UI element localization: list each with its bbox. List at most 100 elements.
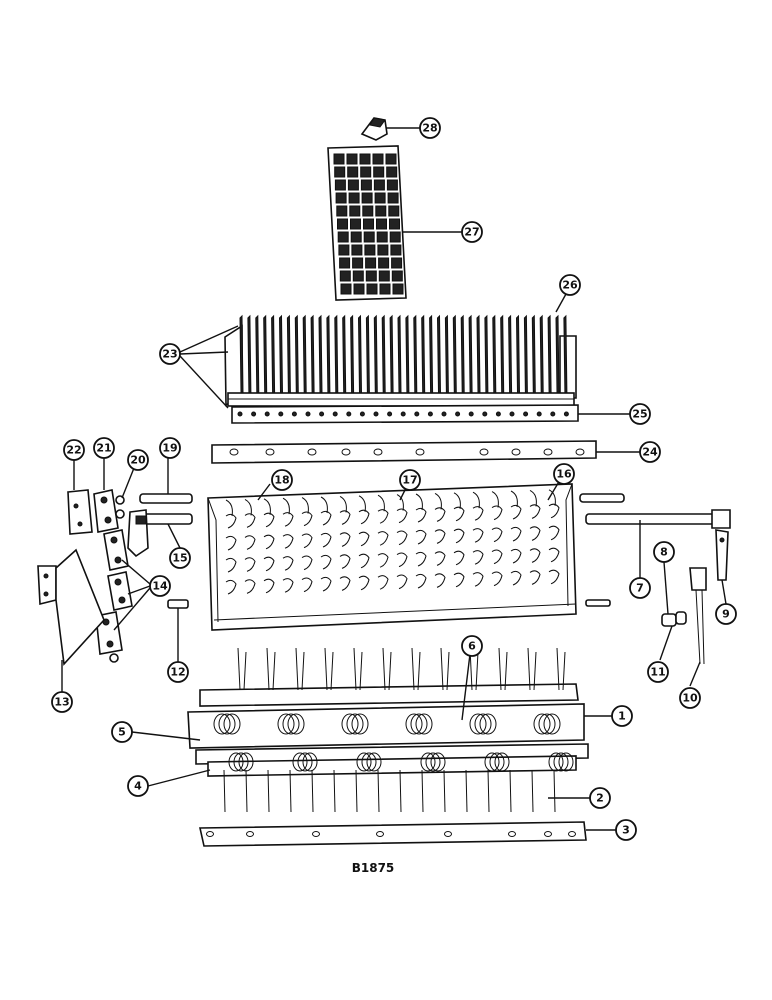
plate-slot: [472, 528, 484, 543]
plate-hook: [263, 498, 271, 515]
grille-cell: [337, 218, 348, 230]
grille-cell: [385, 153, 397, 165]
svg-text:16: 16: [556, 468, 572, 481]
comb-tine: [547, 314, 552, 394]
plate-slot: [453, 528, 465, 544]
grille-cell: [334, 179, 346, 191]
leader-lines: [61, 127, 727, 831]
lower-tine: [267, 769, 270, 813]
plate-hook: [339, 495, 347, 513]
strip-hole: [441, 411, 447, 417]
strip-hole: [509, 411, 515, 417]
bar-hole: [307, 448, 317, 456]
plate-slot: [548, 547, 560, 563]
bar-hole: [229, 448, 239, 456]
reel-coil: [410, 713, 428, 735]
lower-tine: [377, 769, 380, 813]
lower-coil: [361, 752, 377, 772]
callout-6: 6: [461, 635, 483, 657]
grille-cell: [386, 166, 398, 178]
plate-slot: [434, 507, 446, 522]
svg-text:13: 13: [54, 696, 69, 709]
plate-hook: [415, 493, 423, 511]
callout-21: 21: [93, 437, 115, 459]
reel-coil: [543, 713, 561, 735]
comb-tine: [452, 314, 457, 394]
grille-cell: [360, 166, 372, 178]
plate-slot: [434, 529, 446, 544]
callout-23: 23: [159, 343, 181, 365]
lower-tine: [399, 769, 402, 813]
plate-slot: [453, 506, 465, 522]
callout-27: 27: [461, 221, 483, 243]
grille-cell: [392, 283, 404, 295]
comb-tine: [278, 314, 284, 394]
bar-hole: [575, 448, 585, 456]
comb-tine: [294, 314, 299, 394]
bar-hole: [373, 448, 383, 456]
comb-tine: [429, 314, 434, 394]
strip-hole: [563, 411, 569, 417]
lower-coil: [484, 752, 500, 772]
comb-tine: [539, 314, 544, 394]
plate-hook: [358, 495, 366, 512]
callout-22: 22: [63, 439, 85, 461]
plate-slot: [510, 548, 522, 564]
callout-13: 13: [51, 691, 73, 713]
grille-cell: [352, 270, 364, 282]
grille-cell: [362, 205, 374, 217]
plate-slot: [225, 513, 237, 529]
lower-coil: [356, 752, 372, 772]
bar-hole: [479, 448, 489, 456]
reel-tine: [440, 647, 444, 691]
svg-text:21: 21: [96, 442, 111, 455]
callout-12: 12: [167, 661, 189, 683]
reel-tine: [237, 647, 241, 691]
callout-20: 20: [127, 449, 149, 471]
comb-tine: [350, 314, 355, 394]
lower-tine: [465, 769, 468, 813]
lower-tine: [311, 769, 314, 813]
plate-slot: [396, 552, 408, 568]
comb-tine: [365, 314, 370, 394]
reel-tine: [330, 651, 334, 691]
plate-hook: [282, 497, 290, 515]
grille-cell: [349, 205, 361, 217]
lower-coil: [366, 752, 382, 772]
callout-10: 10: [679, 687, 701, 709]
callout-17: 17: [399, 469, 421, 491]
comb-tine: [397, 314, 402, 394]
reel-tine: [417, 651, 421, 691]
plate-hook: [453, 492, 461, 509]
plate-slot: [282, 512, 294, 527]
comb-tine: [515, 314, 521, 394]
plate-slot: [339, 510, 351, 525]
lower-coil: [233, 752, 249, 772]
lower-coil: [548, 752, 564, 772]
plate-slot: [491, 549, 503, 565]
lower-coil: [425, 752, 441, 772]
callout-15: 15: [169, 547, 191, 569]
bar-hole: [312, 831, 320, 837]
reel-tine: [388, 651, 392, 691]
reel-tine: [498, 647, 502, 691]
plate-slot: [320, 576, 332, 592]
reel-coil: [213, 713, 231, 735]
comb-tine: [389, 314, 394, 394]
plate-slot: [491, 505, 503, 521]
lower-coil: [494, 752, 510, 772]
lower-tine: [421, 769, 424, 813]
grille-cell: [353, 283, 365, 295]
plate-slot: [320, 510, 332, 526]
comb-tine: [302, 314, 307, 394]
grille-cell: [363, 231, 375, 243]
plate-slot: [529, 548, 541, 563]
bar-hole: [544, 831, 552, 837]
bar-hole: [376, 831, 384, 837]
grille-cell: [348, 192, 360, 204]
plate-slot: [548, 503, 560, 519]
grille-cell: [347, 166, 359, 178]
bar-hole: [508, 831, 516, 837]
plate-slot: [225, 535, 237, 551]
plate-slot: [339, 532, 351, 547]
